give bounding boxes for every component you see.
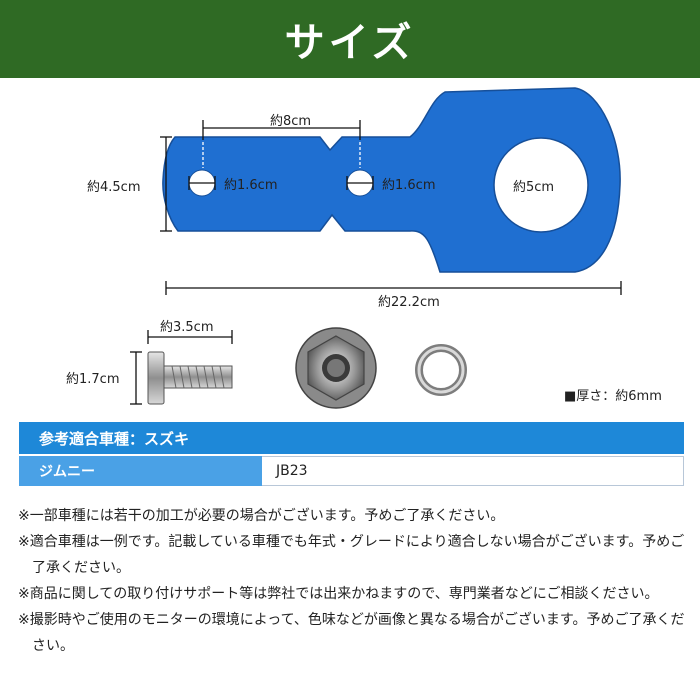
dim-small-hole-1: 約1.6cm: [224, 178, 278, 193]
compatible-vehicles-heading: 参考適合車種：スズキ: [19, 422, 684, 454]
note-item: ※一部車種には若干の加工が必要の場合がございます。予めご了承ください。: [18, 508, 505, 524]
dim-hole-spacing: 約8cm: [270, 114, 311, 129]
product-diagram: 約8cm 約4.5cm 約1.6cm 約1.6cm 約5cm 約22.2cm 約…: [66, 87, 662, 409]
table-heading-text: 参考適合車種：スズキ: [39, 429, 190, 448]
note-item: ※適合車種は一例です。記載している車種でも年式・グレードにより適合しない場合がご…: [18, 534, 685, 576]
dim-big-hole: 約5cm: [513, 180, 554, 195]
dim-bolt-head: 約1.7cm: [66, 372, 120, 387]
tow-hook-bracket: [162, 87, 621, 273]
table-row: ジムニー JB23: [19, 456, 684, 486]
note-item: ※商品に関しての取り付けサポート等は弊社では出来かねますので、専門業者などにご相…: [18, 586, 659, 602]
dim-total-length: 約22.2cm: [378, 295, 440, 310]
notes-list: ※一部車種には若干の加工が必要の場合がございます。予めご了承ください。 ※適合車…: [18, 503, 688, 659]
note-item: ※撮影時やご使用のモニターの環境によって、色味などが画像と異なる場合がございます…: [18, 612, 685, 654]
vehicle-model: ジムニー: [39, 464, 95, 480]
header-banner: サイズ: [0, 0, 700, 78]
dim-bolt-length: 約3.5cm: [160, 320, 214, 335]
spring-washer: [415, 344, 467, 396]
vehicle-code: JB23: [276, 463, 308, 479]
page-title: サイズ: [284, 20, 416, 66]
vehicle-model-cell: ジムニー: [19, 456, 262, 486]
dim-small-hole-2: 約1.6cm: [382, 178, 436, 193]
bolt: [147, 351, 233, 405]
vehicle-code-cell: JB23: [262, 456, 684, 486]
dim-height: 約4.5cm: [87, 180, 141, 195]
thickness-note: ■厚さ：約6mm: [564, 389, 662, 404]
flange-nut: [295, 327, 377, 409]
